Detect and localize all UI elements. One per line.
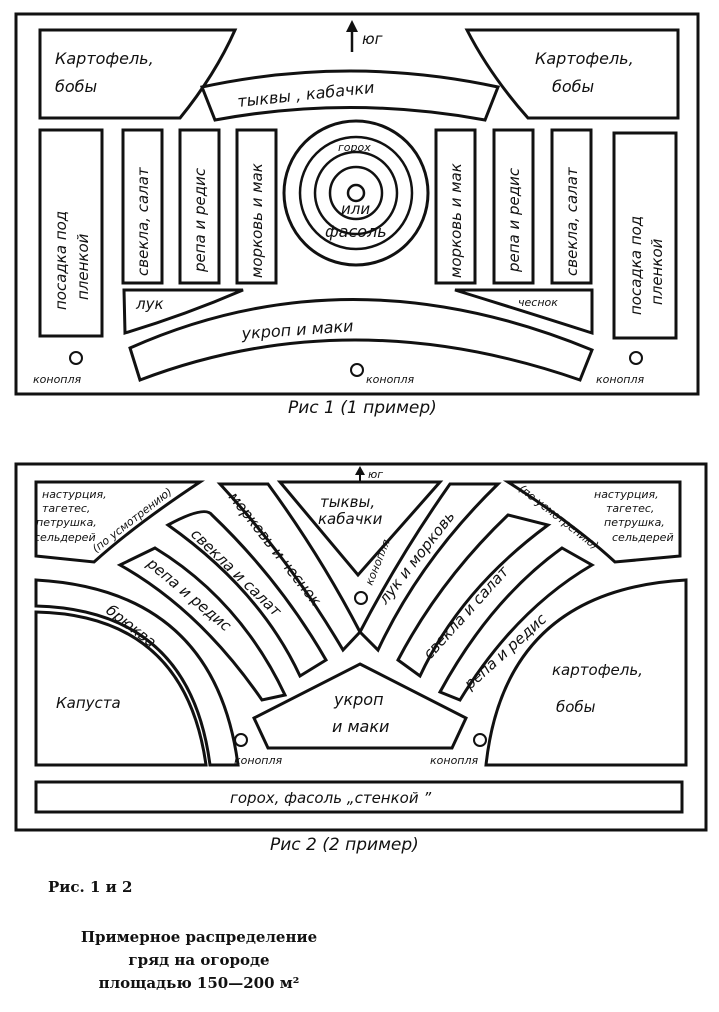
- fig2-nasturtium-right-3: петрушка,: [604, 516, 665, 529]
- fig1-garlic: чеснок: [518, 296, 558, 309]
- caption-line-2: гряд на огороде: [128, 951, 270, 969]
- fig2-bed-swede: [34, 578, 240, 767]
- fig1-bed-carrot-right: [434, 128, 477, 285]
- fig2-hemp-right: конопля: [430, 754, 479, 767]
- fig1-beet-salad-right: свекла, салат: [563, 166, 581, 276]
- fig1-hemp-left: конопля: [33, 373, 82, 386]
- fig1-bed-garlic: [454, 288, 594, 336]
- fig2-cabbage: Капуста: [56, 694, 121, 712]
- fig2-pumpkins-1: тыквы,: [320, 493, 375, 511]
- fig1-carrot-left: морковь и мак: [248, 163, 266, 278]
- fig2-bed-turnip-right: [437, 546, 596, 702]
- fig2-bed-beet-salad-left: [165, 510, 329, 679]
- fig2-nasturtium-right-2: тагетес,: [606, 502, 654, 515]
- fig1-hemp-left-marker: [69, 351, 83, 365]
- fig2-nasturtium-left-3: петрушка,: [36, 516, 97, 529]
- fig1-bed-turnip-right: [492, 128, 535, 285]
- fig2-bed-carrot-garlic: [216, 482, 362, 653]
- figure-1: юг Картофель, бобы Картофель, бобы тыквы…: [14, 12, 700, 418]
- fig2-bed-pumpkins: [276, 480, 444, 578]
- fig2-bed-onion-carrot: [358, 482, 502, 653]
- fig1-potato-left-1: Картофель,: [55, 49, 154, 68]
- fig1-bed-potato-left: [38, 28, 238, 120]
- fig1-bed-onion: [122, 288, 244, 336]
- fig1-bed-dill-poppy: [128, 298, 594, 382]
- fig2-hemp-right-marker: [473, 733, 487, 747]
- fig1-bed-carrot-left: [235, 128, 278, 285]
- fig2-peas-beans-wall: горох, фасоль „стенкой ”: [230, 789, 431, 807]
- fig1-bed-pumpkins: [199, 69, 501, 122]
- caption-title: Рис. 1 и 2: [48, 878, 133, 896]
- fig2-south-label: юг: [368, 468, 383, 481]
- fig1-hemp-center: конопля: [366, 373, 415, 386]
- fig1-hemp-center-marker: [350, 363, 364, 377]
- fig1-beans: фасоль: [325, 222, 387, 241]
- fig1-turnip-left: репа и редис: [191, 167, 209, 273]
- fig2-pumpkins-2: кабачки: [318, 510, 383, 528]
- fig2-nasturtium-left-4: сельдерей: [34, 531, 96, 544]
- fig1-film-left-2: пленкой: [74, 233, 92, 300]
- fig1-bed-beet-salad-left: [121, 128, 164, 285]
- fig1-bed-beet-salad-right: [550, 128, 593, 285]
- fig1-potato-right-1: Картофель,: [535, 49, 634, 68]
- fig2-hemp-left-marker: [234, 733, 248, 747]
- caption-line-3: площадью 150—200 м²: [98, 974, 300, 992]
- caption-text: Примерное распределение гряд на огороде …: [34, 926, 364, 995]
- fig2-bed-turnip-left: [116, 546, 288, 702]
- fig1-south-arrow: юг: [346, 20, 383, 52]
- fig2-bed-cabbage: [34, 610, 208, 767]
- fig2-nasturtium-right-4: сельдерей: [612, 531, 674, 544]
- fig2-bed-peas-wall: [34, 780, 684, 814]
- fig2-nasturtium-left-1: настурция,: [42, 488, 107, 501]
- fig2-bed-dill-poppy: [252, 662, 468, 750]
- fig1-turnip-right: репа и редис: [505, 167, 523, 273]
- fig2-dill-poppy-2: и маки: [332, 717, 389, 736]
- figure-2: юг настурция, тагетес, петрушка, сельдер…: [14, 462, 708, 855]
- fig1-south-label: юг: [362, 30, 383, 48]
- fig1-carrot-right: морковь и мак: [447, 163, 465, 278]
- fig1-hemp-right-marker: [629, 351, 643, 365]
- fig1-film-right-2: пленкой: [648, 238, 666, 305]
- fig1-film-left-1: посадка под: [52, 211, 70, 310]
- fig1-bed-turnip-left: [178, 128, 221, 285]
- fig1-hemp-right: конопля: [596, 373, 645, 386]
- fig2-dill-poppy-1: укроп: [333, 690, 384, 709]
- fig1-or: или: [341, 200, 370, 218]
- fig2-potato-1: картофель,: [552, 661, 643, 679]
- caption-line-1: Примерное распределение: [80, 928, 318, 946]
- fig2-bed-beet-salad-right: [396, 513, 552, 679]
- fig1-film-right-1: посадка под: [627, 216, 645, 315]
- fig2-hemp-left: конопля: [234, 754, 283, 767]
- fig2-bed-potato: [484, 578, 688, 767]
- fig2-bed-nasturtium-right: [502, 480, 682, 564]
- fig1-beet-salad-left: свекла, салат: [134, 166, 152, 276]
- fig2-caption: Рис 2 (2 пример): [270, 835, 419, 855]
- fig1-caption: Рис 1 (1 пример): [288, 398, 437, 418]
- fig2-bed-nasturtium-left: [34, 480, 205, 564]
- fig1-circle-bed: [282, 119, 430, 267]
- fig1-potato-right-2: бобы: [552, 77, 594, 96]
- fig1-bed-potato-right: [464, 28, 680, 120]
- fig1-bed-film-right: [612, 131, 678, 340]
- fig1-bed-film-left: [38, 128, 104, 338]
- fig2-nasturtium-left-2: тагетес,: [42, 502, 90, 515]
- fig1-peas: горох: [338, 141, 371, 154]
- fig1-onion: лук: [135, 295, 164, 313]
- fig2-hemp-top-marker: [354, 591, 368, 605]
- fig2-nasturtium-right-1: настурция,: [594, 488, 659, 501]
- fig2-potato-2: бобы: [556, 698, 596, 716]
- fig1-potato-left-2: бобы: [55, 77, 97, 96]
